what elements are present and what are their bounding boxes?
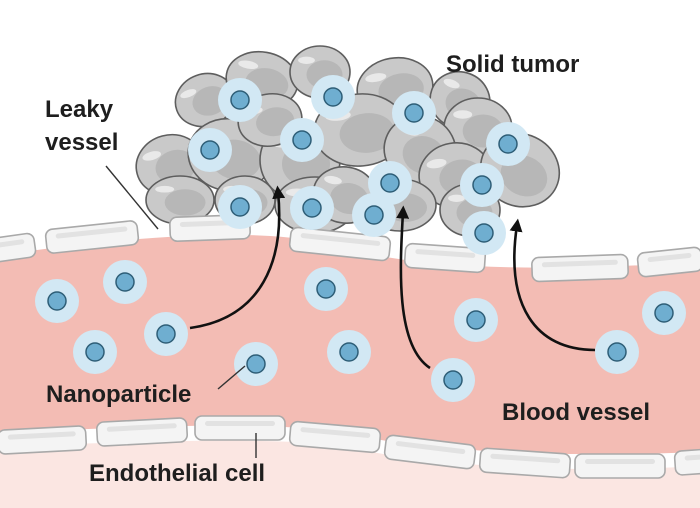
label-leader-line (105, 165, 159, 230)
endothelial-cell-icon (288, 226, 392, 262)
solid-tumor-label: Solid tumor (446, 51, 579, 78)
nanoparticle-icon (304, 267, 348, 311)
nanoparticle-icon (218, 185, 262, 229)
nanoparticle-icon (642, 291, 686, 335)
nanoparticle-label: Nanoparticle (46, 381, 191, 408)
endothelial-cell-icon (574, 453, 666, 479)
endothelial-cell-icon (673, 448, 700, 476)
extravasation-arrow (189, 185, 286, 330)
extravasation-arrow (509, 218, 596, 352)
nanoparticle-icon (595, 330, 639, 374)
endothelial-cell-icon (0, 232, 37, 264)
nanoparticle-icon (290, 186, 334, 230)
nanoparticle-icon (327, 330, 371, 374)
endothelial-cell-icon (0, 425, 88, 455)
blood-vessel-label: Blood vessel (502, 399, 650, 426)
nanoparticle-icon (460, 163, 504, 207)
endothelial-cell-icon (383, 434, 477, 470)
nanoparticle-icon (486, 122, 530, 166)
endothelial-cell-icon (194, 415, 286, 441)
nanoparticle-icon (234, 342, 278, 386)
nanoparticle-icon (352, 193, 396, 237)
endothelial-cell-icon (288, 420, 382, 454)
nanoparticle-icon (280, 118, 324, 162)
nanoparticle-icon (35, 279, 79, 323)
endothelial-cell-icon (44, 220, 140, 254)
label-leader-lines (105, 165, 257, 458)
outer-tissue (0, 440, 700, 508)
leaky-vessel-label-line2: vessel (45, 129, 118, 156)
nanoparticle-icon (188, 128, 232, 172)
nanoparticle-icon (144, 312, 188, 356)
label-leader-line (217, 365, 246, 390)
lower-vessel-wall (0, 415, 700, 479)
extravasation-arrow (396, 205, 431, 370)
endothelial-cell-icon (636, 246, 700, 278)
nanoparticle-icon (103, 260, 147, 304)
nanoparticle-icon (454, 298, 498, 342)
tumor-cell-icon (145, 175, 215, 225)
endothelial-cell-icon (95, 417, 189, 447)
endothelial-cell-label: Endothelial cell (89, 460, 265, 487)
extravasation-arrows (189, 185, 596, 370)
nanoparticle-icon (311, 75, 355, 119)
nanoparticle-icon (73, 330, 117, 374)
endothelial-cell-icon (531, 253, 629, 283)
leaky-vessel-label-line1: Leaky (45, 96, 114, 123)
nanoparticle-icon (431, 358, 475, 402)
nanoparticle-icon (462, 211, 506, 255)
endothelial-cell-icon (403, 242, 487, 274)
nanoparticle-icon (218, 78, 262, 122)
upper-vessel-wall (0, 214, 700, 283)
endothelial-cell-icon (478, 447, 572, 479)
nanoparticle-icon (392, 91, 436, 135)
nanoparticles (35, 75, 686, 402)
